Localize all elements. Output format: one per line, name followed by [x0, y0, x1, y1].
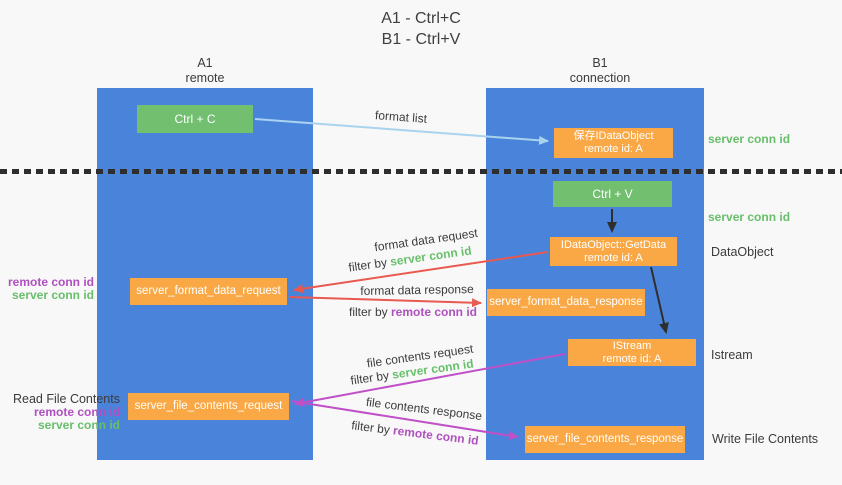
box-server-file-contents-response: server_file_contents_response	[525, 426, 685, 453]
box-server-file-contents-request-label: server_file_contents_request	[134, 400, 283, 412]
left-label-server-conn-id-2: server conn id	[37, 418, 120, 432]
right-label-write-file-contents: Write File Contents	[712, 432, 819, 446]
arrow-label-filter-file-response: filter by remote conn id	[351, 418, 480, 447]
box-server-file-contents-request: server_file_contents_request	[128, 393, 289, 420]
box-server-format-data-request: server_format_data_request	[130, 278, 287, 305]
left-label-server-conn-id-1: server conn id	[11, 288, 94, 302]
arrow-label-file-contents-response: file contents response	[365, 394, 483, 424]
box-server-file-contents-response-label: server_file_contents_response	[526, 433, 684, 445]
filter-by-prefix: filter by	[347, 254, 392, 275]
left-label-read-file-contents: Read File Contents	[12, 392, 120, 406]
box-ctrl-v-label: Ctrl + V	[592, 186, 633, 201]
lifeline-a1-type: remote	[185, 71, 225, 85]
box-ctrl-c: Ctrl + C	[137, 105, 253, 133]
box-istream-line1: IStream	[612, 339, 652, 352]
lifeline-b1-type: connection	[569, 71, 631, 85]
diagram-title: A1 - Ctrl+C B1 - Ctrl+V	[0, 8, 842, 50]
box-save-idataobject-line1: 保存IDataObject	[573, 130, 654, 142]
right-label-server-conn-id-1: server conn id	[708, 132, 791, 146]
box-idataobject-getdata: IDataObject::GetData remote id: A	[550, 237, 677, 266]
filter-value-remote-conn-id: remote conn id	[392, 423, 480, 448]
left-label-group-1: remote conn id server conn id	[0, 276, 94, 302]
box-save-idataobject-line2: remote id: A	[584, 143, 643, 155]
lifeline-a1-name: A1	[197, 56, 213, 70]
box-ctrl-v: Ctrl + V	[553, 181, 672, 207]
right-label-server-conn-id-2: server conn id	[708, 210, 791, 224]
right-label-istream: Istream	[711, 348, 753, 362]
left-label-remote-conn-id-1: remote conn id	[7, 275, 94, 289]
box-server-format-data-response-label: server_format_data_response	[489, 296, 643, 308]
filter-by-prefix: filter by	[350, 418, 395, 438]
box-server-format-data-request-label: server_format_data_request	[136, 285, 281, 297]
right-label-dataobject: DataObject	[711, 245, 774, 259]
phase-divider-dotted-line	[0, 169, 842, 174]
filter-by-prefix: filter by	[348, 305, 391, 319]
filter-value-remote-conn-id: remote conn id	[391, 305, 478, 319]
box-istream-line2: remote id: A	[602, 352, 662, 365]
filter-by-prefix: filter by	[349, 367, 394, 388]
lifeline-b1-name: B1	[592, 56, 608, 70]
arrow-label-format-data-response: format data response	[360, 282, 474, 298]
box-save-idataobject: 保存IDataObject remote id: A	[554, 128, 673, 158]
box-idataobject-getdata-line1: IDataObject::GetData	[560, 238, 667, 251]
left-label-remote-conn-id-2: remote conn id	[33, 405, 120, 419]
lifeline-b1-header: B1 connection	[540, 56, 660, 86]
diagram-title-line1: A1 - Ctrl+C	[381, 10, 461, 27]
arrow-format-data-response	[288, 296, 482, 308]
arrow-label-filter-format-response: filter by remote conn id	[349, 305, 477, 319]
box-server-format-data-response: server_format_data_response	[487, 289, 645, 316]
box-istream: IStream remote id: A	[568, 339, 696, 366]
box-idataobject-getdata-line2: remote id: A	[584, 251, 643, 264]
left-label-group-2: Read File Contents remote conn id server…	[0, 392, 120, 432]
diagram-title-line2: B1 - Ctrl+V	[381, 31, 461, 48]
box-ctrl-c-label: Ctrl + C	[174, 111, 216, 126]
lifeline-a1-header: A1 remote	[145, 56, 265, 86]
arrow-label-format-list: format list	[374, 108, 428, 126]
